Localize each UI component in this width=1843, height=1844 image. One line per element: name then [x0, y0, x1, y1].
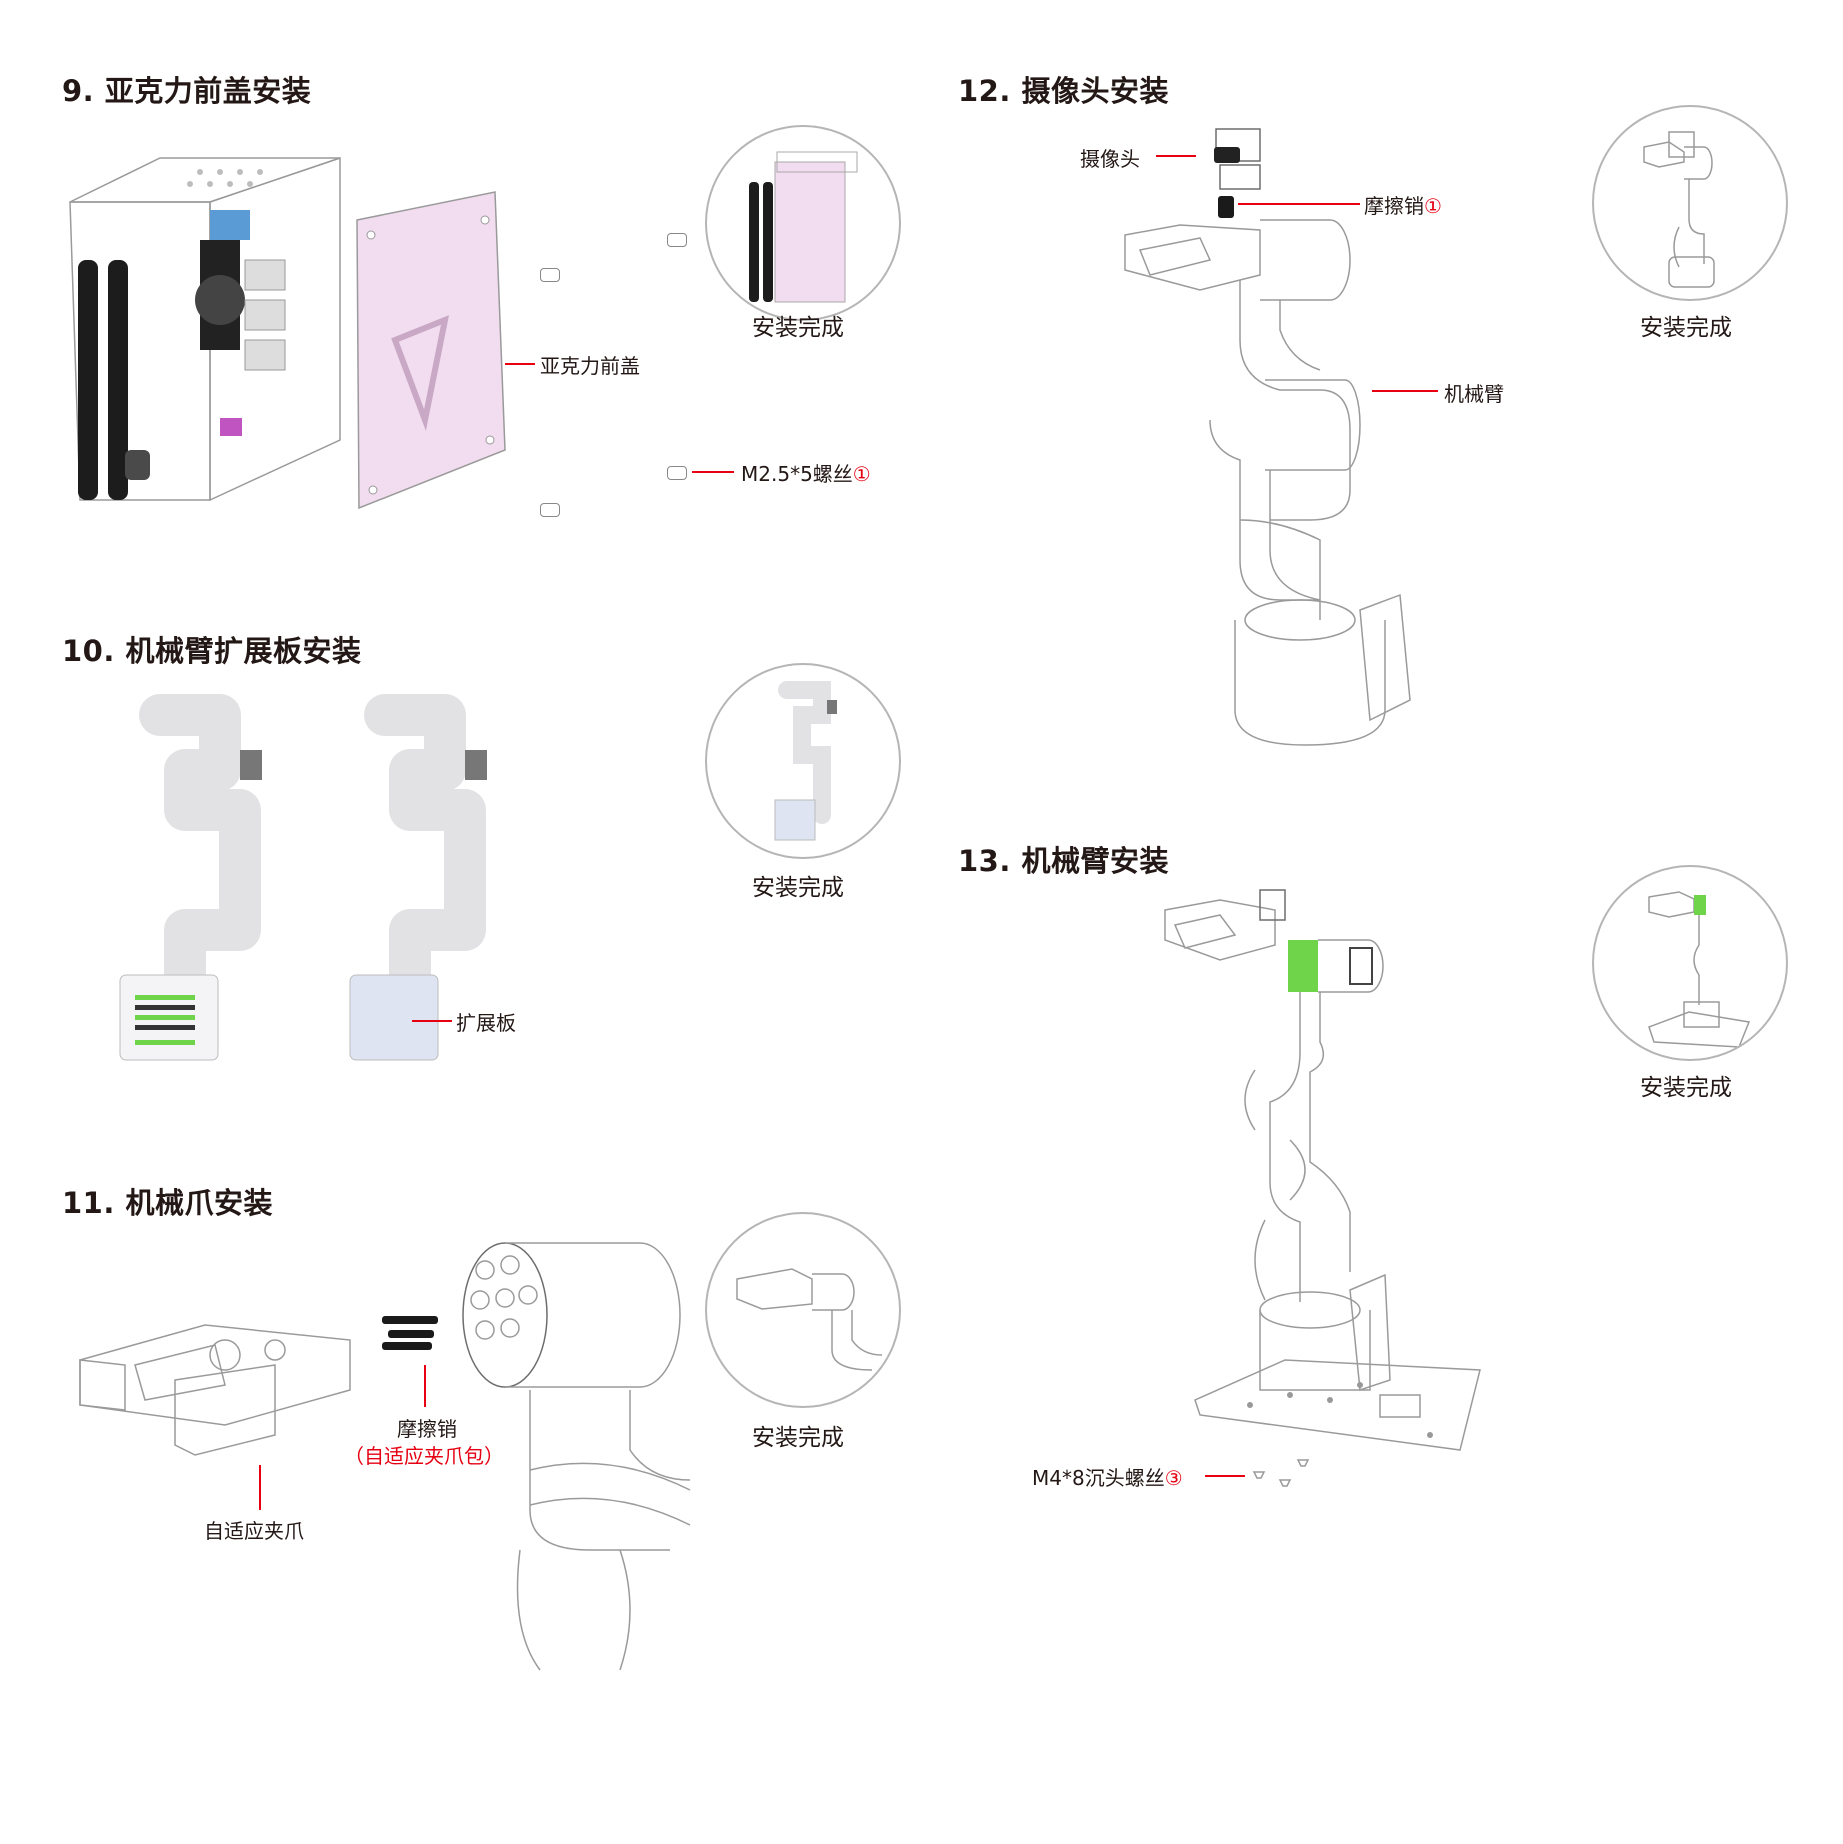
screw-icon	[667, 233, 687, 247]
countersunk-screw-label: M4*8沉头螺丝③	[1032, 1462, 1183, 1491]
step-12-complete-circle	[1592, 105, 1788, 301]
base-plate-illustration	[1194, 1359, 1481, 1451]
callout-line	[1372, 390, 1438, 392]
arm-wrist-closeup-illustration	[462, 1242, 691, 1671]
step-9-complete-label: 安装完成	[752, 315, 844, 341]
countersunk-screw-qty: ③	[1164, 1466, 1183, 1490]
adaptive-gripper-illustration	[79, 1324, 351, 1456]
callout-line	[1238, 203, 1360, 205]
enclosure-box-illustration	[69, 156, 341, 502]
robot-arm-with-camera-illustration	[1124, 219, 1411, 746]
robot-arm-on-base-illustration	[1164, 889, 1391, 1392]
screw-label: M2.5*5螺丝①	[741, 458, 871, 487]
screw-icon	[667, 466, 687, 480]
callout-line	[692, 471, 734, 473]
acrylic-cover-label: 亚克力前盖	[540, 354, 640, 378]
step-11-complete-circle	[705, 1212, 901, 1408]
friction-pins-icon	[1218, 196, 1234, 218]
arm-base-complete-thumbnail	[1648, 891, 1751, 1048]
step-10-complete-circle	[705, 663, 901, 859]
step-10-title: 10. 机械臂扩展板安装	[62, 634, 362, 668]
step-11-title: 11. 机械爪安装	[62, 1186, 273, 1220]
callout-line	[412, 1020, 452, 1022]
arm-board-complete-thumbnail	[774, 681, 837, 841]
friction-pin-text: 摩擦销	[1364, 194, 1424, 218]
friction-pins-illustration	[382, 1316, 438, 1350]
friction-pin-label: 摩擦销①	[1364, 190, 1442, 219]
camera-illustration	[1214, 128, 1261, 190]
step-13-title: 13. 机械臂安装	[958, 844, 1169, 878]
callout-line	[1205, 1475, 1245, 1477]
countersunk-screw-spec: M4*8沉头螺丝	[1032, 1466, 1165, 1490]
screw-qty: ①	[852, 462, 871, 486]
camera-complete-thumbnail	[1643, 131, 1715, 288]
robot-arm-label: 机械臂	[1444, 382, 1504, 406]
adaptive-gripper-label: 自适应夹爪	[204, 1519, 304, 1543]
acrylic-front-cover-illustration	[356, 191, 506, 510]
friction-pin-label: 摩擦销	[397, 1417, 457, 1441]
countersunk-screws-illustration	[1252, 1459, 1310, 1487]
callout-line	[259, 1465, 261, 1510]
robot-arm-with-board-illustration	[349, 694, 487, 1061]
step-13-complete-circle	[1592, 865, 1788, 1061]
expansion-board-label: 扩展板	[456, 1011, 516, 1035]
callout-line	[1156, 155, 1196, 157]
camera-label: 摄像头	[1080, 147, 1140, 171]
screw-icon	[540, 503, 560, 517]
step-9-title: 9. 亚克力前盖安装	[62, 74, 312, 108]
callout-line	[424, 1365, 426, 1407]
step-12-title: 12. 摄像头安装	[958, 74, 1169, 108]
step-13-complete-label: 安装完成	[1640, 1075, 1732, 1101]
gripper-complete-thumbnail	[736, 1268, 883, 1371]
friction-pin-qty: ①	[1424, 194, 1442, 218]
robot-arm-before-illustration	[119, 694, 262, 1061]
screw-spec: M2.5*5螺丝	[741, 462, 853, 486]
adaptive-gripper-pack-label: （自适应夹爪包）	[344, 1444, 504, 1468]
screw-icon	[540, 268, 560, 282]
step-12-complete-label: 安装完成	[1640, 315, 1732, 341]
step-10-complete-label: 安装完成	[752, 875, 844, 901]
callout-line	[505, 363, 535, 365]
step-11-complete-label: 安装完成	[752, 1425, 844, 1451]
enclosure-complete-thumbnail	[749, 151, 858, 303]
step-9-complete-circle	[705, 125, 901, 321]
